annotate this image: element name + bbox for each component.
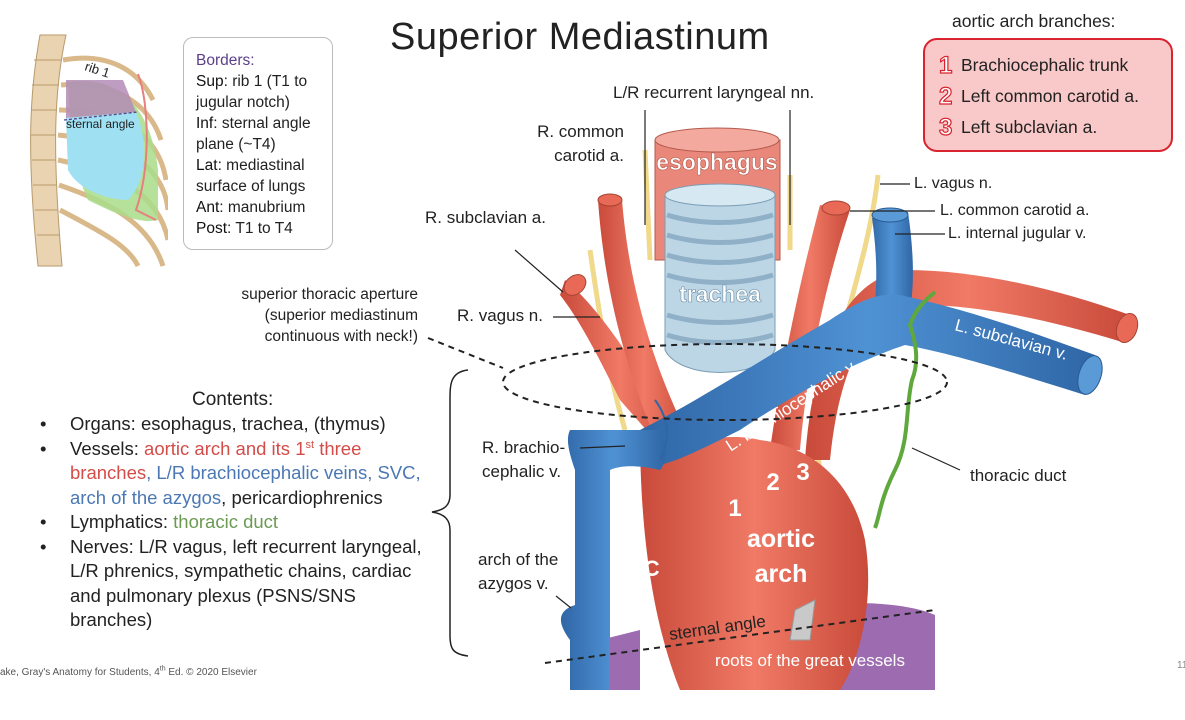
r-subclavian-label: R. subclavian a. <box>425 208 546 227</box>
border-sup: Sup: rib 1 (T1 to jugular notch) <box>196 73 308 111</box>
border-inf: Inf: sternal angle plane (~T4) <box>196 115 311 153</box>
contents-lymphatics: Lymphatics: thoracic duct <box>40 510 435 535</box>
r-brachiocephalic-label-2: cephalic v. <box>482 462 562 481</box>
aortic-label: aortic <box>747 525 815 553</box>
page-title: Superior Mediastinum <box>390 16 770 58</box>
recurrent-laryngeal-label: L/R recurrent laryngeal nn. <box>613 83 815 102</box>
azygos-label-2: azygos v. <box>478 574 549 593</box>
contents-list: Organs: esophagus, trachea, (thymus) Ves… <box>40 412 435 633</box>
contents-vessels: Vessels: aortic arch and its 1st three b… <box>40 437 435 511</box>
trachea-label: trachea <box>679 281 761 307</box>
branches-header: aortic arch branches: <box>952 11 1116 31</box>
thoracic-duct-label: thoracic duct <box>970 466 1067 485</box>
aperture-label-3: continuous with neck!) <box>264 328 418 345</box>
border-ant: Ant: manubrium <box>196 199 306 216</box>
contents-nerves: Nerves: L/R vagus, left recurrent laryng… <box>40 535 435 633</box>
esophagus-label: esophagus <box>656 149 777 175</box>
aperture-label-2: (superior mediastinum <box>264 307 418 324</box>
svc-label: SVC <box>614 556 659 581</box>
r-brachiocephalic-label-1: R. brachio- <box>482 438 566 457</box>
rib-1-label: rib 1 <box>83 59 112 81</box>
l-common-carotid-label: L. common carotid a. <box>940 202 1090 219</box>
border-post: Post: T1 to T4 <box>196 220 293 237</box>
borders-heading: Borders: <box>196 52 255 69</box>
branch-2-number: 2 <box>766 469 779 496</box>
branch-1-number: 1 <box>728 495 741 522</box>
page-number: 11 <box>1177 660 1185 671</box>
thorax-thumbnail: rib 1 sternal angle <box>18 30 168 268</box>
l-vagus-label: L. vagus n. <box>914 175 993 192</box>
citation: ake, Gray's Anatomy for Students, 4th Ed… <box>0 665 257 678</box>
contents-title: Contents: <box>192 389 274 410</box>
roots-great-vessels-label: roots of the great vessels <box>715 651 905 670</box>
l-internal-jugular-label: L. internal jugular v. <box>948 225 1087 242</box>
contents-organs: Organs: esophagus, trachea, (thymus) <box>40 412 435 437</box>
borders-box: Borders: Sup: rib 1 (T1 to jugular notch… <box>183 37 333 250</box>
azygos-label-1: arch of the <box>478 550 559 569</box>
arch-label: arch <box>755 560 808 588</box>
r-vagus-label: R. vagus n. <box>457 306 543 325</box>
r-common-carotid-label-2: carotid a. <box>554 146 624 165</box>
sternal-angle-thumb-label: sternal angle <box>66 117 135 131</box>
border-lat: Lat: mediastinal surface of lungs <box>196 157 306 195</box>
r-common-carotid-label-1: R. common <box>537 122 624 141</box>
branch-3-number: 3 <box>796 459 809 486</box>
aperture-label-1: superior thoracic aperture <box>241 286 418 303</box>
